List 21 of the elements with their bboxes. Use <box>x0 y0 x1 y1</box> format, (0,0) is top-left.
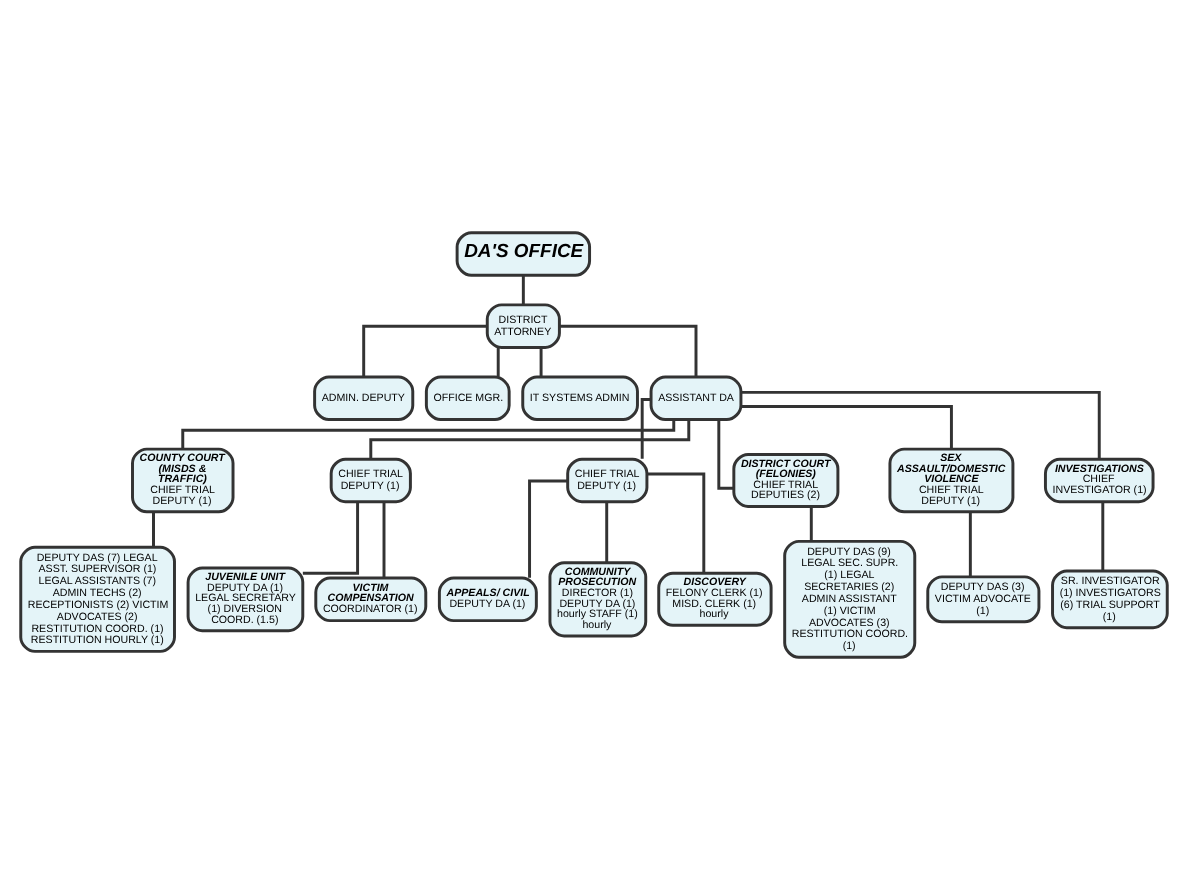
connector <box>640 397 651 458</box>
connector <box>605 501 609 562</box>
connector <box>521 274 525 304</box>
connector <box>968 511 972 576</box>
connector <box>152 511 155 546</box>
connector <box>362 323 488 376</box>
connector <box>647 471 706 573</box>
connector <box>809 505 813 540</box>
connector <box>528 478 568 577</box>
connector <box>181 418 676 448</box>
connector <box>741 389 1101 459</box>
connector <box>539 346 543 376</box>
connector <box>369 418 691 459</box>
connector <box>741 404 953 449</box>
connector <box>302 501 360 574</box>
connector <box>717 418 734 489</box>
connector <box>382 501 386 577</box>
connector <box>496 346 500 376</box>
node-box: DA'S OFFICE <box>455 230 592 276</box>
connector <box>1101 501 1105 570</box>
connector <box>559 323 698 376</box>
